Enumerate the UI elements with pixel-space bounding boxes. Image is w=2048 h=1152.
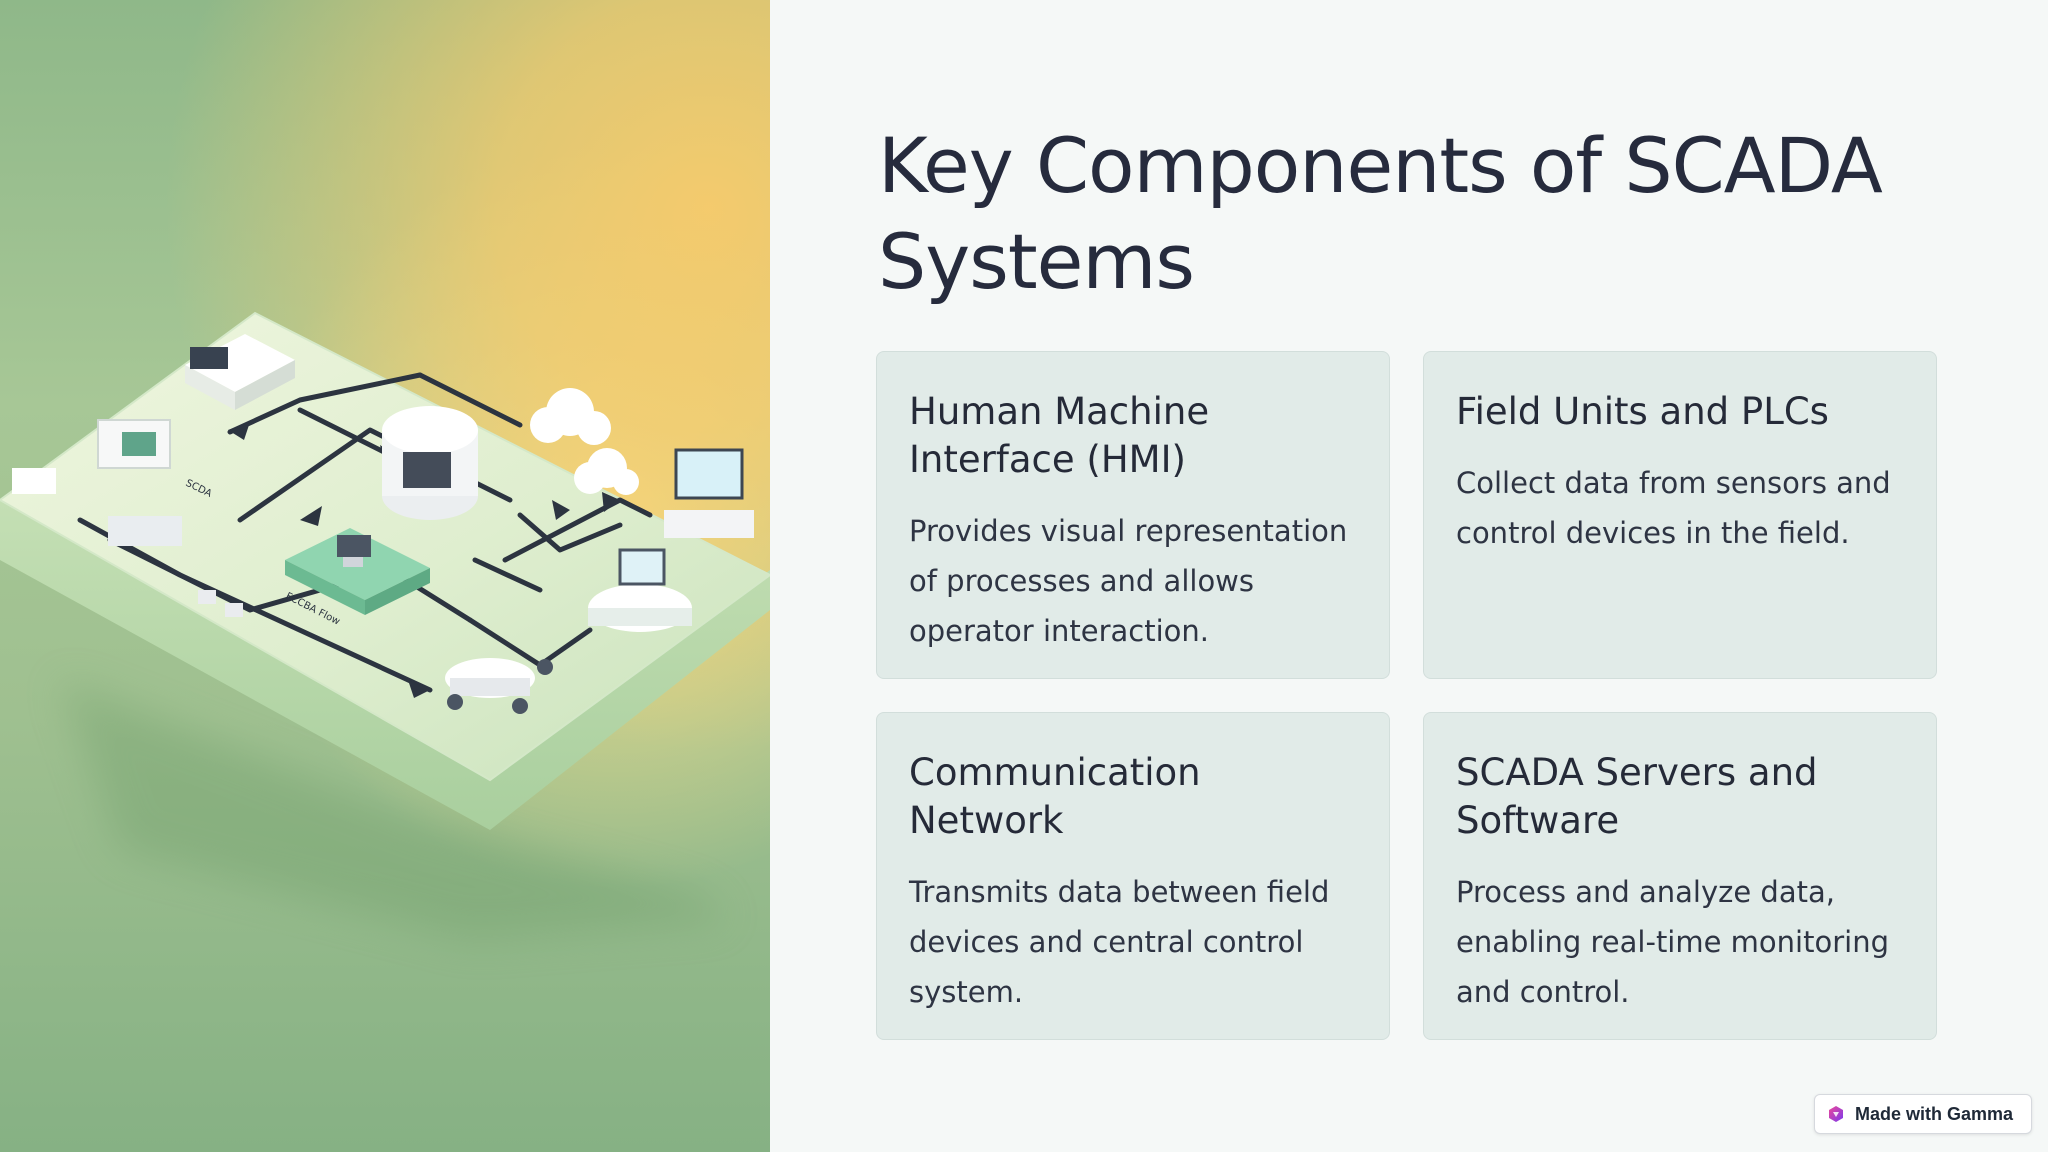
command-center [185,334,295,410]
platform-side [0,500,770,830]
made-with-gamma-badge[interactable]: Made with Gamma [1813,1094,2032,1134]
card-description: Process and analyze data, enabling real-… [1456,875,1889,1009]
server-cylinder [382,406,478,520]
scada-isometric-illustration: SCDA FCCBA Flow [0,311,770,940]
card-title: SCADA Servers and Software [1456,751,1818,842]
cloud-icons [530,388,639,495]
component-card-scada-servers: SCADA Servers and Software Process and a… [1423,712,1937,1040]
scada-illustration-panel: SCDA FCCBA Flow [0,0,770,1152]
card-title: Human Machine Interface (HMI) [909,390,1210,481]
slide-content-panel: Key Components of SCADA Systems Human Ma… [770,0,2048,1152]
devices-and-furniture [12,419,754,714]
badge-label: Made with Gamma [1854,1103,2013,1124]
card-description: Transmits data between field devices and… [909,875,1330,1009]
card-title: Field Units and PLCs [1456,390,1829,433]
card-description: Collect data from sensors and control de… [1456,466,1891,550]
card-title: Communication Network [909,751,1201,842]
card-description: Provides visual representation of proces… [909,514,1348,648]
platform-shadow [60,680,730,940]
operator-workstation [285,528,430,615]
gamma-logo-icon [1828,1106,1843,1122]
slide-title: Key Components of SCADA Systems [878,121,1883,306]
component-card-hmi: Human Machine Interface (HMI) Provides v… [876,351,1390,679]
component-card-communication-network: Communication Network Transmits data bet… [876,712,1390,1040]
component-card-field-units: Field Units and PLCs Collect data from s… [1423,351,1937,679]
